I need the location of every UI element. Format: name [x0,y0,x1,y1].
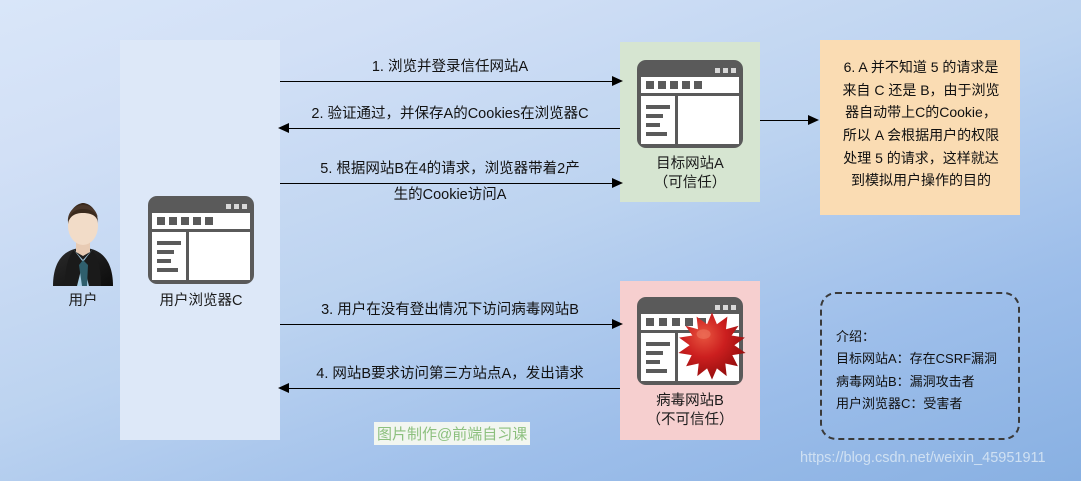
toolbar-block-icon [698,318,706,326]
arrow-line-step-5 [280,183,617,184]
url-watermark: https://blog.csdn.net/weixin_45951911 [800,450,1046,466]
user-label: 用户 [68,293,98,309]
arrow-label-line: 生的Cookie访问A [393,187,507,203]
toolbar-block-icon [193,217,201,225]
toolbar-block-icon [672,318,680,326]
sidebar-line-icon [646,122,660,127]
toolbar-block-icon [685,318,693,326]
toolbar-block-icon [181,217,189,225]
browser-c-label: 用户浏览器C [159,293,243,309]
site-a-label-line2: （可信任） [653,175,727,192]
sidebar-line-icon [157,240,181,245]
arrow-line-step-3 [280,324,617,325]
maker-watermark: 图片制作@前端自习课 [374,422,531,445]
legend-text: 介绍： 目标网站A：存在CSRF漏洞 病毒网站B：漏洞攻击者 用户浏览器C：受害… [836,326,1016,415]
browser-window-icon-site-b [637,297,746,385]
window-dot-icon [715,68,720,73]
businessman-avatar-icon [47,196,119,286]
toolbar-block-icon [169,217,177,225]
arrow-label-step-4: 4. 网站B要求访问第三方站点A，发出请求 [280,364,620,384]
legend-item: 用户浏览器C：受害者 [836,396,963,412]
site-b-label-line2: （不可信任） [646,412,734,429]
arrow-label-step-5: 5. 根据网站B在4的请求，浏览器带着2产 [280,159,620,179]
arrow-label-step-3: 3. 用户在没有登出情况下访问病毒网站B [280,300,620,320]
site-b-label: 病毒网站B （不可信任） [620,392,760,430]
arrow-head-step-3 [612,319,623,329]
arrow-line-step-4 [289,388,620,389]
arrow-label-step-2: 2. 验证通过，并保存A的Cookies在浏览器C [280,104,620,124]
window-dot-icon [731,68,736,73]
arrow-label-line: 4. 网站B要求访问第三方站点A，发出请求 [316,366,584,382]
arrow-label-line: 2. 验证通过，并保存A的Cookies在浏览器C [311,106,589,122]
site-a-label: 目标网站A （可信任） [620,155,760,193]
site-a-label-line1: 目标网站A [656,156,724,172]
arrow-label-line: 3. 用户在没有登出情况下访问病毒网站B [321,302,579,318]
window-dot-icon [715,305,720,310]
legend-panel [820,292,1020,440]
arrow-head-site-a-to-note [808,115,819,125]
arrow-line-step-1 [280,81,617,82]
browser-content-area [189,232,250,280]
sidebar-line-icon [646,350,664,355]
note-line: 处理 5 的请求，这样就达 [843,149,999,166]
arrow-head-step-4 [278,383,289,393]
window-dot-icon [242,204,247,209]
sidebar-line-icon [157,249,175,254]
toolbar-block-icon [682,81,690,89]
toolbar-block-icon [646,81,654,89]
sidebar-line-icon [646,368,667,373]
window-dot-icon [234,204,239,209]
legend-title: 介绍： [836,329,876,344]
arrow-head-step-2 [278,123,289,133]
window-dot-icon [731,305,736,310]
arrow-label-line: 1. 浏览并登录信任网站A [371,59,529,75]
toolbar-block-icon [670,81,678,89]
toolbar-block-icon [694,81,702,89]
window-dot-icon [723,68,728,73]
browser-window-icon-c [148,196,254,284]
toolbar-block-icon [157,217,165,225]
sidebar-line-icon [646,104,670,109]
toolbar-block-icon [646,318,654,326]
arrow-head-step-1 [612,76,623,86]
toolbar-block-icon [205,217,213,225]
arrow-label-step-5-line2: 生的Cookie访问A [280,185,620,205]
arrow-label-line: 5. 根据网站B在4的请求，浏览器带着2产 [320,161,580,177]
sidebar-line-icon [646,341,670,346]
arrow-label-step-1: 1. 浏览并登录信任网站A [280,57,620,77]
sidebar-line-icon [157,258,171,263]
sidebar-line-icon [646,113,664,118]
legend-item: 病毒网站B：漏洞攻击者 [836,373,975,389]
window-dot-icon [226,204,231,209]
arrow-line-site-a-to-note [760,120,812,121]
note-line: 6. A 并不知道 5 的请求是 [843,59,999,75]
note-panel [820,40,1020,215]
browser-content-area [678,333,739,381]
browser-content-area [678,96,739,144]
note-text: 6. A 并不知道 5 的请求是 来自 C 还是 B，由于浏览 器自动带上C的C… [828,56,1014,192]
toolbar-block-icon [658,81,666,89]
note-line: 到模拟用户操作的目的 [851,172,991,189]
note-line: 所以 A 会根据用户的权限 [842,127,1000,144]
site-b-label-line1: 病毒网站B [656,393,724,409]
arrow-line-step-2 [289,128,620,129]
sidebar-line-icon [646,359,660,364]
sidebar-line-icon [157,267,178,272]
toolbar-block-icon [659,318,667,326]
note-line: 器自动带上C的Cookie， [845,104,997,121]
sidebar-line-icon [646,131,667,136]
arrow-head-step-5 [612,178,623,188]
legend-item: 目标网站A：存在CSRF漏洞 [836,351,998,367]
browser-window-icon-site-a [637,60,743,148]
note-line: 来自 C 还是 B，由于浏览 [842,81,1000,98]
window-dot-icon [723,305,728,310]
